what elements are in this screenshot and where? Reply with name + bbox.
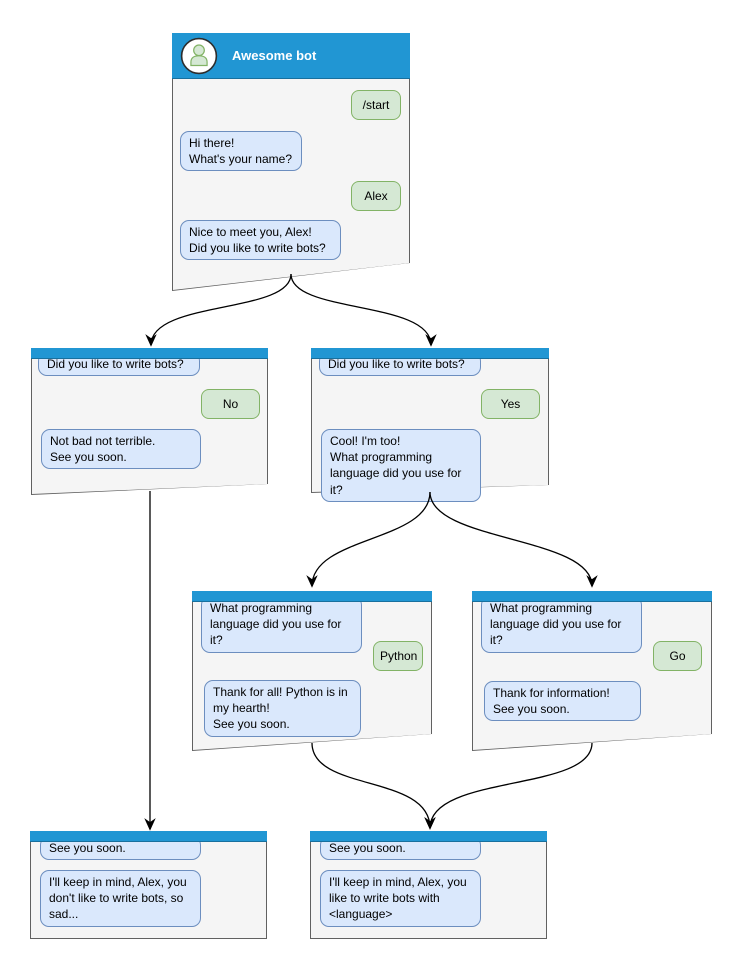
user-message-bubble: Yes bbox=[481, 389, 540, 420]
chat-window-end-no: See you soon. I'll keep in mind, Alex, y… bbox=[30, 831, 267, 939]
window-header bbox=[311, 348, 549, 359]
bot-message-bubble: What programming language did you use fo… bbox=[481, 596, 642, 653]
window-header bbox=[310, 831, 547, 842]
user-message-bubble: No bbox=[201, 389, 260, 420]
user-message-bubble: /start bbox=[351, 90, 401, 121]
user-message-bubble: Python bbox=[373, 641, 423, 672]
window-header bbox=[31, 348, 268, 359]
chat-window-end-yes: See you soon. I'll keep in mind, Alex, y… bbox=[310, 831, 547, 939]
chat-window-awesome-bot: Awesome bot /start Hi there! What's your… bbox=[172, 33, 410, 291]
bot-message-bubble: Thank for all! Python is in my hearth! S… bbox=[204, 680, 361, 737]
connector-yes-to-go bbox=[429, 491, 598, 588]
bot-message-bubble: Not bad not terrible. See you soon. bbox=[41, 429, 201, 470]
bot-message-bubble: Cool! I'm too! What programming language… bbox=[321, 429, 481, 502]
bot-message-bubble: I'll keep in mind, Alex, you like to wri… bbox=[320, 870, 481, 927]
chat-window-python-branch: What programming language did you use fo… bbox=[192, 591, 432, 751]
connector-go-to-end bbox=[424, 742, 593, 830]
bot-message-bubble: Hi there! What's your name? bbox=[180, 131, 302, 172]
window-header bbox=[472, 591, 712, 602]
connector-yes-to-python bbox=[306, 491, 431, 588]
window-header bbox=[192, 591, 432, 602]
user-message-bubble: Alex bbox=[351, 181, 401, 212]
window-header: Awesome bot bbox=[172, 33, 410, 79]
user-message-bubble: Go bbox=[653, 641, 702, 672]
chat-window-no-branch: Did you like to write bots? No Not bad n… bbox=[31, 348, 268, 495]
bot-message-bubble: Nice to meet you, Alex! Did you like to … bbox=[180, 220, 341, 261]
bot-message-bubble: I'll keep in mind, Alex, you don't like … bbox=[40, 870, 201, 927]
window-header bbox=[30, 831, 267, 842]
window-title: Awesome bot bbox=[232, 48, 317, 63]
bot-avatar bbox=[180, 37, 218, 74]
bot-message-bubble: What programming language did you use fo… bbox=[201, 596, 362, 653]
bot-message-bubble: Thank for information! See you soon. bbox=[484, 681, 641, 722]
person-icon bbox=[190, 43, 208, 66]
chat-window-go-branch: What programming language did you use fo… bbox=[472, 591, 712, 751]
chat-window-yes-branch: Did you like to write bots? Yes Cool! I'… bbox=[311, 348, 549, 502]
connector-python-to-end bbox=[311, 742, 436, 830]
